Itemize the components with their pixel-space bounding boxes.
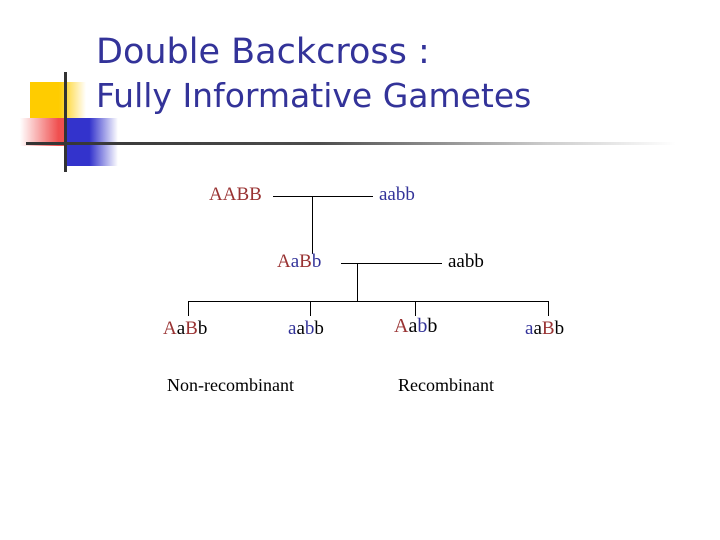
allele-segment-0: AABB — [209, 184, 262, 205]
offspring-drop-4 — [548, 301, 549, 316]
generation1-parent-left: AABB — [209, 184, 262, 206]
allele-segment-1: a — [296, 318, 305, 339]
classification-label-non-recombinant: Non-recombinant — [167, 375, 294, 395]
offspring-genotype-4: aaBb — [525, 318, 564, 340]
allele-segment-1: a — [290, 251, 300, 272]
allele-segment-0: A — [163, 318, 177, 339]
allele-segment-0: A — [394, 315, 409, 337]
offspring-genotype-1: AaBb — [163, 318, 207, 340]
allele-segment-0: a — [525, 318, 534, 339]
g1-mating-line — [273, 196, 373, 197]
allele-segment-3: b — [427, 315, 438, 337]
logo-yellow-square — [30, 82, 86, 120]
allele-segment-2: b — [417, 315, 428, 337]
allele-segment-3: b — [554, 318, 565, 339]
allele-segment-1: a — [408, 315, 418, 337]
title-line-1: Double Backcross : — [96, 32, 430, 72]
g1-descent-line — [312, 196, 313, 254]
g2-descent-line — [357, 263, 358, 301]
offspring-genotype-3: Aabb — [394, 315, 437, 337]
generation2-parent-right: aabb — [448, 251, 484, 273]
offspring-drop-2 — [310, 301, 311, 316]
allele-segment-2: b — [304, 318, 315, 339]
allele-segment-2: B — [541, 318, 555, 339]
allele-segment-1: a — [176, 318, 186, 339]
title-underline-rule — [26, 142, 676, 145]
allele-segment-3: b — [311, 251, 322, 272]
generation1-parent-right: aabb — [379, 184, 415, 206]
logo-vertical-line — [64, 72, 67, 172]
generation2-parent-left: AaBb — [277, 251, 321, 273]
slide-title: Double Backcross : Fully Informative Gam… — [96, 30, 676, 118]
offspring-genotype-2: aabb — [288, 318, 324, 340]
allele-segment-2: B — [185, 318, 198, 339]
allele-segment-0: aabb — [379, 184, 415, 205]
allele-segment-0: aabb — [448, 251, 484, 272]
offspring-drop-1 — [188, 301, 189, 316]
allele-segment-0: A — [277, 251, 291, 272]
classification-label-recombinant: Recombinant — [398, 375, 494, 395]
allele-segment-3: b — [197, 318, 208, 339]
allele-segment-3: b — [314, 318, 324, 339]
offspring-drop-3 — [415, 301, 416, 316]
allele-segment-0: a — [288, 318, 297, 339]
allele-segment-1: a — [533, 318, 542, 339]
offspring-sibship-bar — [188, 301, 548, 302]
allele-segment-2: B — [299, 251, 312, 272]
title-line-2: Fully Informative Gametes — [96, 76, 532, 115]
g2-mating-line — [341, 263, 442, 264]
